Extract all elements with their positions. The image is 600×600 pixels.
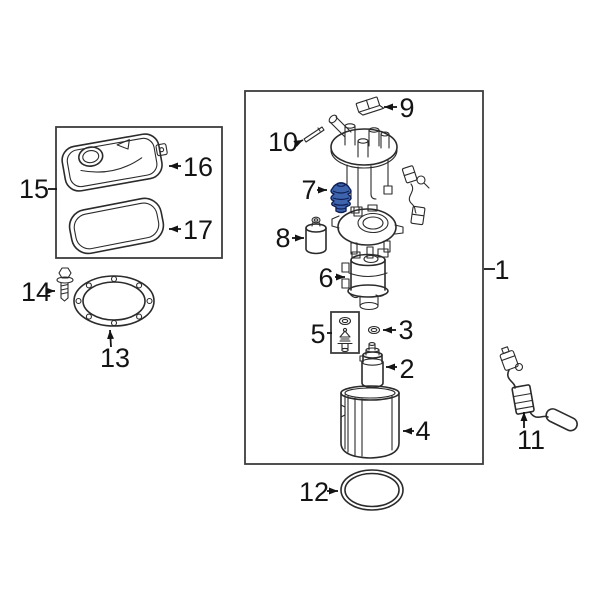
part-16-cover-plate [61,133,168,192]
callout-7: 7 [301,175,327,205]
callout-3: 3 [383,315,414,345]
callout-13: 13 [100,329,130,373]
callout-2: 2 [386,354,415,384]
callout-11: 11 [517,412,545,455]
callout-8: 8 [275,223,304,253]
callout-12: 12 [299,477,338,507]
callout-16: 16 [169,152,213,182]
callout-4: 4 [403,416,431,446]
part-17-gasket [68,197,165,255]
callout-label-6: 6 [318,263,333,293]
callout-label-4: 4 [415,416,430,446]
callout-label-5: 5 [310,319,325,349]
pump-flange-plate [328,114,398,217]
callout-label-1: 1 [494,255,509,285]
callout-6: 6 [318,263,345,293]
callout-label-13: 13 [100,343,130,373]
part-10-pin [303,126,325,143]
part-12-oring-seal [340,469,404,511]
callout-label-8: 8 [275,223,290,253]
callout-label-14: 14 [21,277,51,307]
callouts: 1 2 3 4 5 6 7 8 [19,93,545,507]
part-9-connector [355,96,385,116]
callout-10: 10 [268,127,304,157]
callout-label-2: 2 [399,354,414,384]
part-8-canister [305,216,327,255]
callout-label-12: 12 [299,477,329,507]
subassembly-box-15 [55,126,223,259]
part-13-lock-ring [73,275,155,327]
callout-label-11: 11 [517,425,545,455]
part-6-pump-holder [341,248,389,311]
callout-label-15: 15 [19,174,49,204]
callout-14: 14 [21,277,55,307]
callout-15: 15 [19,174,57,204]
callout-label-3: 3 [398,315,413,345]
callout-5: 5 [310,319,332,349]
part-7-grommet-highlighted [330,182,352,214]
callout-label-7: 7 [301,175,316,205]
callout-label-10: 10 [268,127,298,157]
module-assembly-box-1 [244,90,484,465]
reservoir-cover-bracket [331,204,404,259]
part-2-fuel-pump [359,342,384,389]
internal-harness [401,165,430,226]
part-4-reservoir-cup [340,385,400,459]
callout-label-9: 9 [399,93,414,123]
callout-17: 17 [169,215,213,245]
callout-1: 1 [484,255,510,285]
part-5-valve-kit [330,311,360,354]
callout-label-16: 16 [183,152,213,182]
part-3-oring [367,325,381,335]
callout-label-17: 17 [183,215,213,245]
part-14-bolt [56,267,74,302]
part-11-level-sensor [499,346,578,432]
callout-9: 9 [384,93,415,123]
